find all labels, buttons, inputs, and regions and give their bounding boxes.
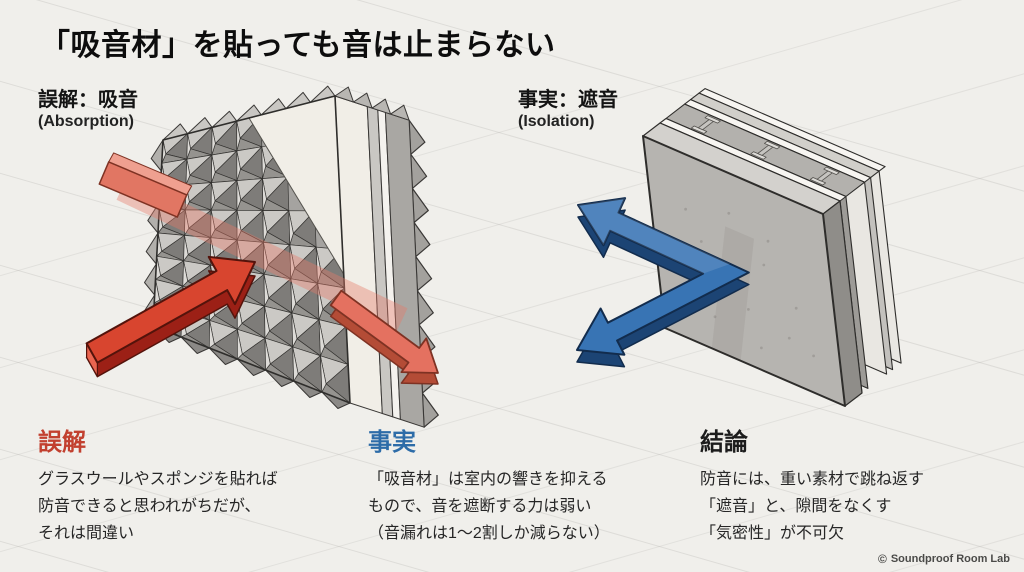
- conclusion-line: 防音には、重い素材で跳ね返す: [700, 471, 925, 488]
- conclusion-heading: 結論: [700, 429, 748, 456]
- absorption-section-label: 誤解：吸音 (Absorption): [38, 88, 138, 131]
- column-conclusion: 結論 防音には、重い素材で跳ね返す 「遮音」と、隙間をなくす 「気密性」が不可欠: [700, 422, 1020, 548]
- copyright-icon: ©: [878, 552, 887, 566]
- isolation-label-text: 事実：遮音: [518, 89, 618, 111]
- reflected-sound-arrow: [576, 197, 750, 368]
- sound-path-arrows: [85, 152, 439, 385]
- absorption-sublabel-text: (Absorption): [38, 113, 134, 130]
- column-fact: 事実 「吸音材」は室内の響きを抑える もので、音を遮断する力は弱い （音漏れは1…: [368, 422, 688, 548]
- isolation-section-label: 事実：遮音 (Isolation): [518, 88, 618, 131]
- fact-line: 「吸音材」は室内の響きを抑える: [368, 471, 608, 488]
- fact-line: もので、音を遮断する力は弱い: [368, 498, 592, 516]
- misconception-line: 防音できると思われがちだが、: [38, 498, 261, 516]
- page-title: 「吸音材」を貼っても音は止まらない: [40, 29, 556, 62]
- conclusion-line: 「気密性」が不可欠: [700, 525, 845, 543]
- insulated-wall-panel: [642, 88, 902, 407]
- credit-footer: © Soundproof Room Lab: [878, 552, 1010, 566]
- absorption-label-text: 誤解：吸音: [38, 89, 138, 111]
- misconception-heading: 誤解: [38, 429, 86, 456]
- isolation-sublabel-text: (Isolation): [518, 113, 595, 130]
- absorption-illustration: [85, 85, 439, 428]
- fact-line: （音漏れは1〜2割しか減らない）: [368, 525, 610, 543]
- conclusion-line: 「遮音」と、隙間をなくす: [700, 498, 892, 516]
- misconception-line: それは間違い: [38, 525, 135, 543]
- misconception-line: グラスウールやスポンジを貼れば: [38, 471, 278, 488]
- fact-heading: 事実: [368, 429, 416, 456]
- credit-text: Soundproof Room Lab: [890, 553, 1010, 565]
- column-misconception: 誤解 グラスウールやスポンジを貼れば 防音できると思われがちだが、 それは間違い: [38, 422, 358, 548]
- isolation-illustration: [576, 88, 902, 407]
